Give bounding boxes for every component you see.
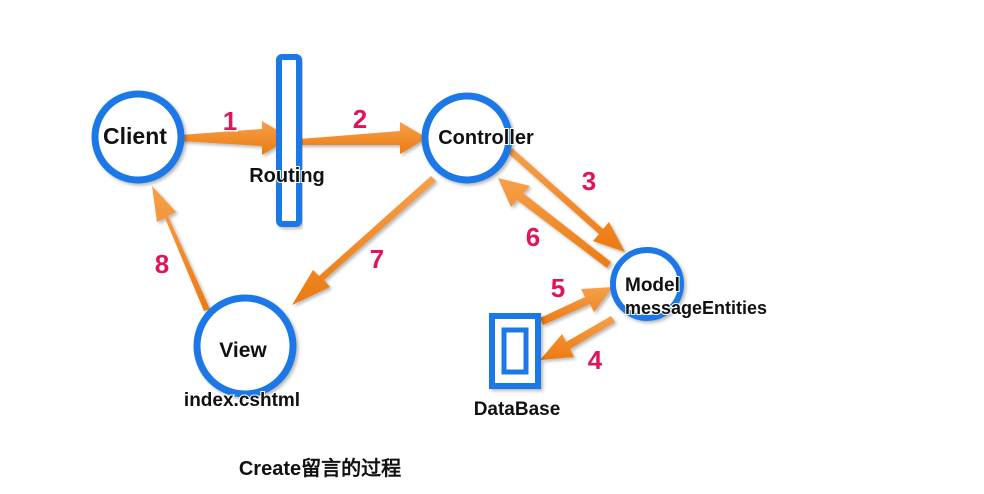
step-number-1: 1 bbox=[223, 106, 237, 136]
step-number-2: 2 bbox=[353, 104, 367, 134]
client-node bbox=[91, 90, 185, 184]
step-number-7: 7 bbox=[370, 244, 384, 274]
step-number-6: 6 bbox=[526, 222, 540, 252]
arrow-7-controller-to-view bbox=[292, 176, 436, 305]
client-label: Client bbox=[103, 123, 167, 149]
step-number-5: 5 bbox=[551, 273, 565, 303]
arrow-4-model-to-database bbox=[540, 316, 615, 360]
routing-node bbox=[276, 54, 302, 227]
view-node bbox=[193, 294, 297, 398]
step-number-8: 8 bbox=[155, 249, 169, 279]
arrow-3-controller-to-model bbox=[508, 148, 625, 252]
routing-label: Routing bbox=[249, 165, 325, 187]
arrow-2-routing-to-controller bbox=[300, 122, 427, 154]
nodes bbox=[91, 54, 684, 398]
diagram-caption: Create留言的过程 bbox=[239, 456, 401, 480]
view-label: View bbox=[219, 339, 267, 362]
database-node bbox=[489, 313, 541, 389]
model-sub-label: messageEntities bbox=[625, 298, 767, 318]
arrows bbox=[152, 121, 625, 360]
step-number-4: 4 bbox=[588, 345, 603, 375]
arrow-6-model-to-controller bbox=[498, 178, 611, 268]
model-node bbox=[610, 247, 684, 321]
controller-node bbox=[421, 92, 513, 184]
model-label: Model bbox=[625, 275, 680, 296]
node-labels: Client Routing Controller Model messageE… bbox=[102, 122, 768, 421]
controller-label: Controller bbox=[438, 127, 534, 149]
arrow-5-database-to-model bbox=[540, 287, 613, 325]
view-sub-label: index.cshtml bbox=[184, 390, 300, 411]
arrow-8-view-to-client bbox=[152, 186, 210, 311]
step-numbers: 1 2 3 4 5 6 7 8 bbox=[153, 103, 604, 377]
step-number-3: 3 bbox=[582, 166, 596, 196]
arrow-1-client-to-routing bbox=[180, 121, 290, 155]
database-label: DataBase bbox=[474, 399, 561, 420]
